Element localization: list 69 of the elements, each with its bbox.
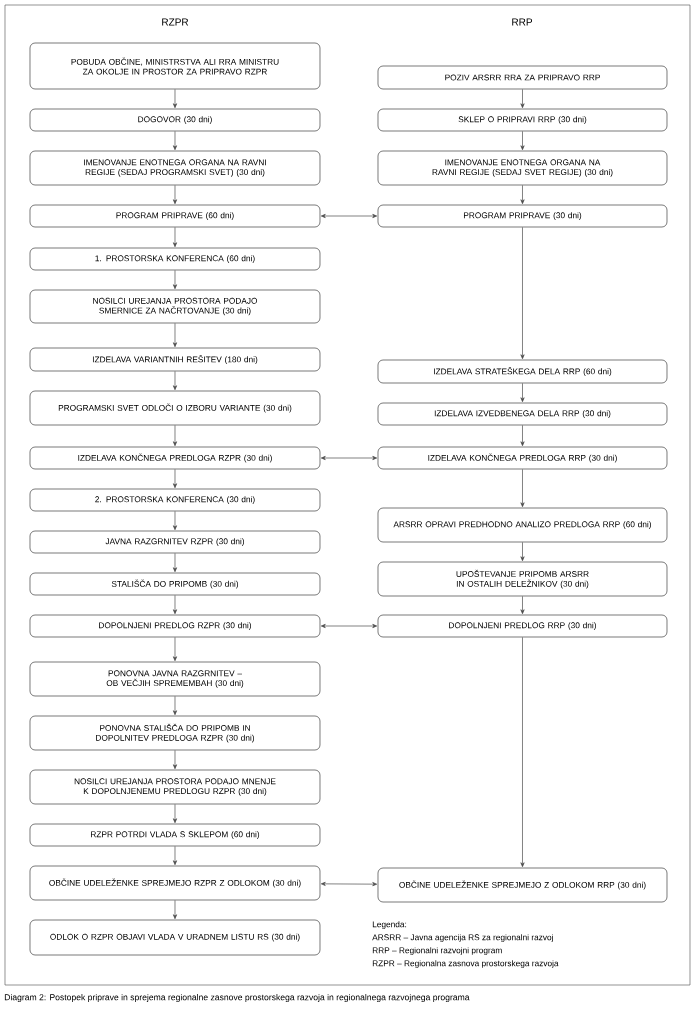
legend-entry: ARSRR – Javna agencija RS za regionalni razvoj bbox=[372, 934, 553, 942]
arrow bbox=[172, 89, 178, 109]
arrow bbox=[172, 425, 178, 447]
arrow bbox=[172, 696, 178, 716]
process-box: IZDELAVA VARIANTNIH REŠITEV (180 dni) bbox=[29, 347, 321, 372]
process-box: JAVNA RAZGRNITEV RZPR (30 dni) bbox=[29, 530, 321, 554]
legend-heading: Legenda: bbox=[372, 921, 407, 929]
arrow bbox=[172, 185, 178, 205]
legend-entry: RRP – Regionalni razvojni program bbox=[372, 947, 502, 955]
process-box: 2. PROSTORSKA KONFERENCA (30 dni) bbox=[29, 488, 321, 512]
process-box: STALIŠČA DO PRIPOMB (30 dni) bbox=[29, 572, 321, 596]
process-box: IZDELAVA KONČNEGA PREDLOGA RRP (30 dni) bbox=[377, 446, 668, 470]
process-box: DOPOLNJENI PREDLOG RRP (30 dni) bbox=[377, 614, 668, 638]
process-box: 1. PROSTORSKA KONFERENCA (60 dni) bbox=[29, 247, 321, 271]
arrow bbox=[520, 227, 525, 360]
process-box: RZPR POTRDI VLADA S SKLEPOM (60 dni) bbox=[29, 823, 321, 847]
arrow bbox=[520, 596, 525, 615]
arrow bbox=[320, 623, 378, 629]
process-box: DOPOLNJENI PREDLOG RZPR (30 dni) bbox=[29, 614, 321, 638]
process-box: IMENOVANJE ENOTNEGA ORGANA NA RAVNI REGIJE (SEDAJ SVET REGIJE) (30 dni) bbox=[377, 150, 668, 186]
process-box: IZDELAVA IZVEDBENEGA DELA RRP (30 dni) bbox=[377, 402, 668, 426]
arrow bbox=[320, 881, 378, 887]
arrow bbox=[520, 542, 525, 562]
process-box: PROGRAM PRIPRAVE (30 dni) bbox=[377, 204, 668, 228]
arrow bbox=[520, 425, 525, 447]
process-box: OBČINE UDELEŽENKE SPREJMEJO RZPR Z ODLOKOM (30 dni) bbox=[29, 865, 321, 901]
process-box: PROGRAM PRIPRAVE (60 dni) bbox=[29, 204, 321, 228]
process-box: POZIV ARSRR RRA ZA PRIPRAVO RRP bbox=[377, 65, 668, 90]
arrow bbox=[520, 131, 525, 151]
arrow bbox=[172, 900, 178, 920]
arrow bbox=[320, 213, 378, 219]
arrow bbox=[520, 383, 525, 403]
arrow bbox=[172, 595, 178, 615]
arrow bbox=[520, 637, 525, 868]
process-box: PONOVNA JAVNA RAZGRNITEV – OB VEČJIH SPREMEMBAH (30 dni) bbox=[29, 661, 321, 697]
column-heading: RZPR bbox=[162, 18, 189, 26]
arrow bbox=[520, 89, 525, 109]
arrow bbox=[172, 469, 178, 489]
arrow bbox=[520, 185, 525, 205]
process-box: POBUDA OBČINE, MINISTRSTVA ALI RRA MINISTRU ZA OKOLJE IN PROSTOR ZA PRIPRAVO RZPR bbox=[29, 42, 321, 90]
process-box: OBČINE UDELEŽENKE SPREJMEJO Z ODLOKOM RRP (30 dni) bbox=[377, 867, 668, 903]
process-box: ARSRR OPRAVI PREDHODNO ANALIZO PREDLOGA RRP (60 dni) bbox=[377, 507, 668, 543]
caption: Diagram 2: Postopek priprave in sprejema regionalne zasnove prostorskega razvoja in regionalnega razvojnega programa bbox=[4, 994, 470, 1002]
arrow bbox=[172, 750, 178, 770]
arrow bbox=[172, 637, 178, 662]
arrow bbox=[172, 511, 178, 531]
process-box: IMENOVANJE ENOTNEGA ORGANA NA RAVNI REGIJE (SEDAJ PROGRAMSKI SVET) (30 dni) bbox=[29, 150, 321, 186]
arrow bbox=[520, 469, 525, 508]
process-box: ODLOK O RZPR OBJAVI VLADA V URADNEM LISTU RS (30 dni) bbox=[29, 919, 321, 956]
arrow bbox=[172, 371, 178, 391]
process-box: DOGOVOR (30 dni) bbox=[29, 108, 321, 132]
process-box: PROGRAMSKI SVET ODLOČI O IZBORU VARIANTE (30 dni) bbox=[29, 390, 321, 426]
arrow bbox=[172, 846, 178, 866]
arrow bbox=[172, 323, 178, 348]
arrow bbox=[172, 804, 178, 824]
process-box: IZDELAVA KONČNEGA PREDLOGA RZPR (30 dni) bbox=[29, 446, 321, 470]
process-box: IZDELAVA STRATEŠKEGA DELA RRP (60 dni) bbox=[377, 359, 668, 384]
process-box: NOSILCI UREJANJA PROSTORA PODAJO SMERNICE ZA NAČRTOVANJE (30 dni) bbox=[29, 289, 321, 324]
arrow bbox=[172, 227, 178, 248]
arrow bbox=[172, 131, 178, 151]
arrow bbox=[320, 455, 378, 461]
arrow bbox=[172, 270, 178, 290]
legend-entry: RZPR – Regionalna zasnova prostorskega razvoja bbox=[372, 960, 559, 968]
process-box: UPOŠTEVANJE PRIPOMB ARSRR IN OSTALIH DELEŽNIKOV (30 dni) bbox=[377, 561, 668, 597]
process-box: PONOVNA STALIŠČA DO PRIPOMB IN DOPOLNITEV PREDLOGA RZPR (30 dni) bbox=[29, 715, 321, 751]
process-box: NOSILCI UREJANJA PROSTORA PODAJO MNENJE K DOPOLNJENEMU PREDLOGU RZPR (30 dni) bbox=[29, 769, 321, 805]
column-heading: RRP bbox=[512, 18, 533, 26]
process-box: SKLEP O PRIPRAVI RRP (30 dni) bbox=[377, 108, 668, 132]
arrow bbox=[172, 553, 178, 573]
